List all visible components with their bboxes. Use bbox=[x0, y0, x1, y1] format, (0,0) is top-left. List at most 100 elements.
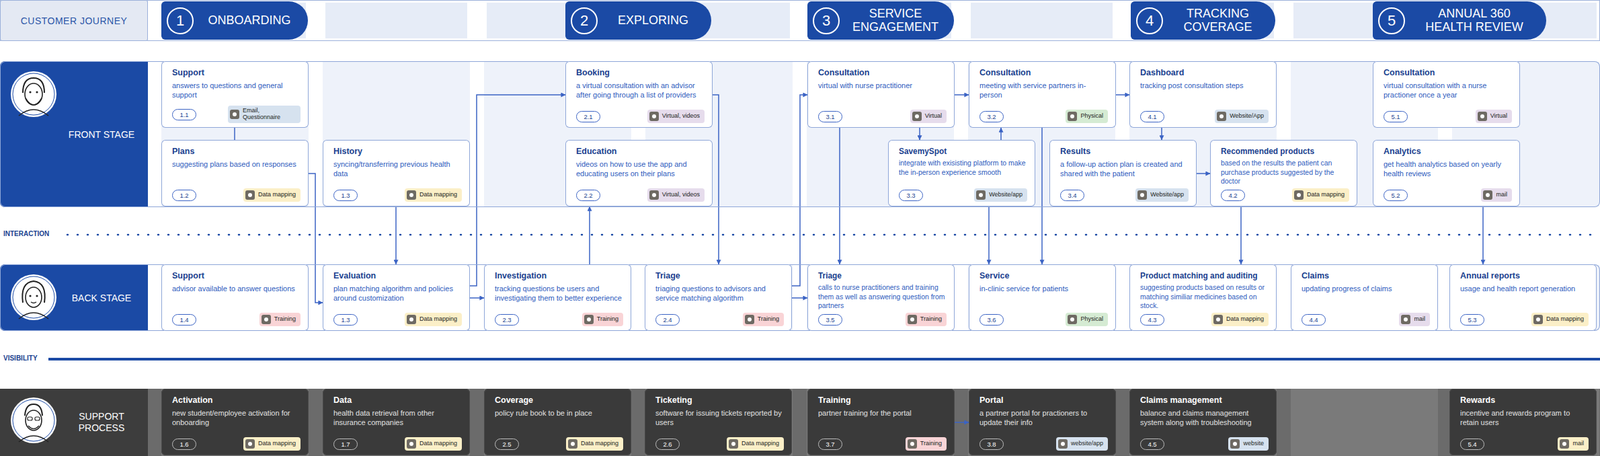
channel-icon bbox=[1137, 190, 1147, 200]
channel-tag: Training bbox=[742, 312, 784, 327]
channel-icon bbox=[1067, 111, 1077, 122]
channel-tag: Physical bbox=[1065, 109, 1108, 124]
step-number: 2.6 bbox=[655, 438, 680, 450]
step-title: Triage bbox=[655, 270, 783, 282]
step-card: Claims managementbalance and claims mana… bbox=[1129, 388, 1277, 456]
channel-icon bbox=[1294, 190, 1304, 200]
channel-tag: Data mapping bbox=[243, 188, 301, 202]
visibility-line bbox=[48, 357, 1600, 361]
step-number: 2.1 bbox=[576, 110, 601, 123]
channel-tag: Website/App bbox=[1214, 109, 1269, 124]
channel-tag: Virtual bbox=[910, 109, 947, 124]
channel-icon bbox=[568, 438, 578, 449]
channel-text: Training bbox=[920, 315, 942, 323]
channel-icon bbox=[744, 314, 755, 325]
channel-text: mail bbox=[1413, 315, 1426, 323]
journey-header: CUSTOMER JOURNEY bbox=[0, 0, 148, 42]
connector bbox=[791, 297, 808, 299]
step-title: Ticketing bbox=[655, 395, 783, 406]
channel-text: Virtual, videos bbox=[662, 191, 700, 199]
step-card: Activationnew student/employee activatio… bbox=[161, 388, 309, 456]
card-footer: 3.3Website/app bbox=[898, 188, 1028, 202]
channel-tag: Website/app bbox=[1135, 188, 1189, 202]
channel-tag: Virtual, videos bbox=[647, 188, 705, 202]
step-card: Portala partner portal for practioners t… bbox=[968, 388, 1116, 456]
channel-tag: Data mapping bbox=[243, 436, 301, 451]
support-band bbox=[0, 388, 1600, 456]
avatar-back bbox=[10, 274, 57, 320]
channel-tag: Email, Questionnaire bbox=[227, 105, 301, 124]
channel-text: Training bbox=[757, 315, 780, 323]
connector bbox=[1161, 127, 1163, 140]
step-card: Analyticsget health analytics based on y… bbox=[1372, 139, 1520, 207]
step-card: Servicein-clinic service for patients3.6… bbox=[968, 264, 1116, 331]
step-description: policy rule book to be in place bbox=[494, 408, 622, 418]
connector bbox=[469, 94, 566, 286]
step-number: 3.7 bbox=[818, 438, 843, 450]
card-footer: 3.7 Training bbox=[818, 436, 947, 451]
channel-icon bbox=[649, 190, 659, 200]
step-card: Rewardsincentive and rewards program to … bbox=[1449, 388, 1597, 456]
channel-text: Data mapping bbox=[419, 440, 458, 448]
channel-icon bbox=[728, 438, 739, 449]
step-title: Plans bbox=[172, 146, 300, 157]
step-description: virtual consultation with a nurse practi… bbox=[1383, 80, 1511, 100]
channel-icon bbox=[1216, 111, 1227, 122]
step-card: Historysyncing/transferring previous hea… bbox=[322, 139, 470, 207]
connector bbox=[1196, 172, 1211, 175]
channel-icon bbox=[907, 314, 917, 325]
card-footer: 3.2Physical bbox=[979, 109, 1108, 124]
step-description: in-clinic service for patients bbox=[979, 283, 1107, 294]
card-footer: 2.5Data mapping bbox=[494, 436, 624, 451]
stage-name: TRACKING COVERAGE bbox=[1171, 7, 1276, 35]
channel-text: Data mapping bbox=[741, 440, 780, 448]
step-title: Coverage bbox=[494, 395, 622, 406]
step-card: Supportanswers to questions and general … bbox=[161, 61, 309, 128]
channel-icon bbox=[1559, 438, 1570, 449]
channel-tag: Data mapping bbox=[404, 188, 462, 202]
front-stripes bbox=[149, 61, 1600, 207]
channel-tag: mail bbox=[1398, 312, 1430, 327]
channel-text: website/app bbox=[1070, 440, 1104, 448]
channel-icon bbox=[1401, 314, 1411, 325]
channel-tag: Data mapping bbox=[566, 436, 624, 451]
step-card: Coverage policy rule book to be in place 2… bbox=[484, 388, 632, 456]
step-title: Training bbox=[818, 395, 946, 406]
channel-tag: mail bbox=[1481, 188, 1512, 202]
step-card: Triagetriaging questions to advisors and… bbox=[644, 264, 792, 331]
header-text: CUSTOMER JOURNEY bbox=[20, 15, 128, 27]
card-footer: 5.1 Virtual bbox=[1383, 109, 1512, 124]
channel-text: Virtual bbox=[1490, 112, 1508, 120]
channel-tag: Training bbox=[905, 436, 947, 451]
channel-text: Training bbox=[920, 440, 942, 448]
channel-tag: Data mapping bbox=[1211, 312, 1269, 327]
step-title: Claims management bbox=[1140, 395, 1268, 406]
step-description: triaging questions to advisors and servi… bbox=[655, 283, 783, 303]
step-number: 1.7 bbox=[333, 438, 358, 450]
stage-pill: 2EXPLORING bbox=[565, 1, 712, 40]
step-number: 4.5 bbox=[1140, 438, 1165, 450]
stage-number: 2 bbox=[570, 7, 598, 35]
swimlane: SUPPORT PROCESSActivationnew student/emp… bbox=[0, 388, 1600, 456]
stage-number: 3 bbox=[812, 7, 840, 35]
lane-divider-label: INTERACTION bbox=[1, 229, 52, 238]
step-number: 5.1 bbox=[1383, 110, 1408, 123]
channel-icon bbox=[1230, 438, 1240, 449]
step-description: health data retrieval from other insuran… bbox=[333, 408, 461, 427]
channel-tag: website/app bbox=[1056, 436, 1108, 451]
step-title: Activation bbox=[172, 395, 300, 406]
channel-text: Virtual bbox=[925, 112, 942, 120]
step-number: 4.4 bbox=[1301, 313, 1326, 326]
step-card: Ticketingsoftware for issuing tickets re… bbox=[644, 388, 792, 456]
step-description: incentive and rewards program to retain … bbox=[1460, 408, 1588, 427]
channel-tag: Virtual, videos bbox=[647, 109, 705, 124]
step-description: suggesting plans based on responses bbox=[172, 159, 300, 169]
channel-text: Website/app bbox=[988, 191, 1023, 199]
connector bbox=[954, 421, 969, 423]
connector bbox=[791, 94, 808, 286]
step-description: usage and health report generation bbox=[1460, 283, 1588, 294]
step-card: Educationvideos on how to use the app an… bbox=[565, 139, 713, 207]
stage-number: 1 bbox=[166, 7, 194, 35]
card-footer: 2.3Training bbox=[494, 312, 624, 327]
card-footer: 4.5website bbox=[1140, 436, 1269, 451]
